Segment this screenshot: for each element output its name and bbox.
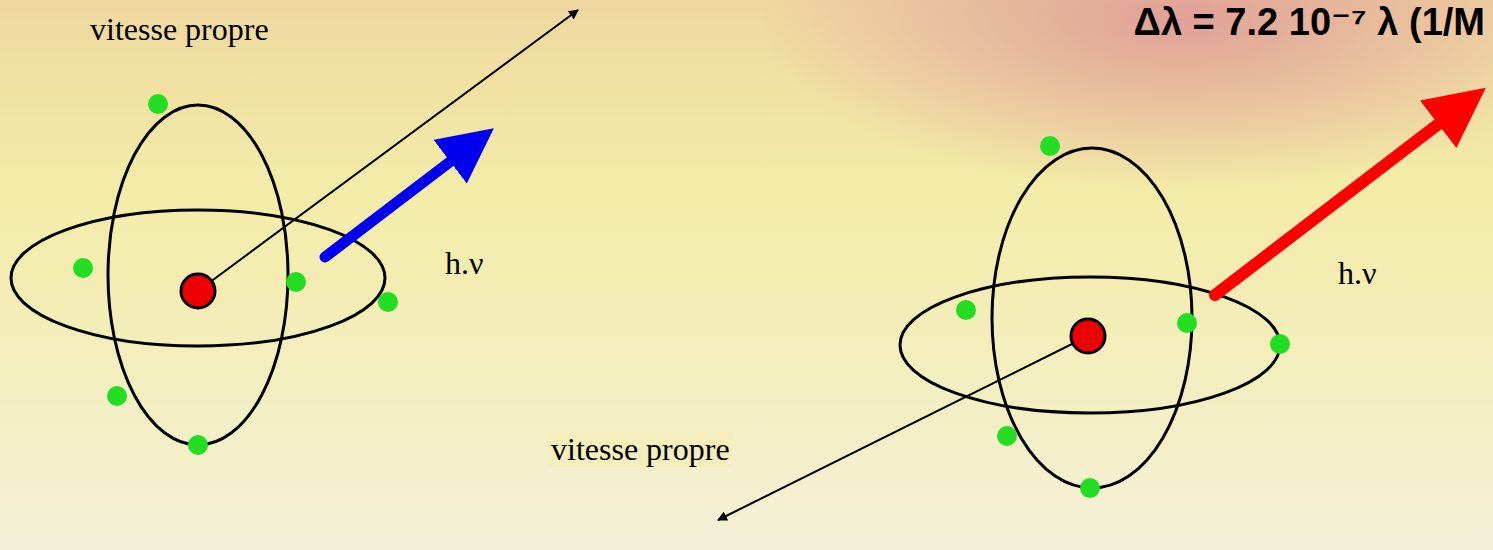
atom-left: [11, 10, 578, 455]
velocity-arrow: [718, 336, 1088, 520]
orbit: [108, 105, 288, 445]
atom-right: [718, 106, 1462, 520]
electrons: [956, 136, 1290, 498]
velocity-arrow: [198, 10, 578, 291]
orbit: [900, 277, 1280, 413]
nucleus: [1071, 319, 1105, 353]
formula: Δλ = 7.2 10⁻⁷ λ (1/M: [1134, 2, 1485, 44]
velocity-label: vitesse propre: [548, 432, 733, 467]
photon-arrow: [1215, 106, 1462, 295]
photon-arrow: [325, 145, 472, 257]
velocity-label: vitesse propre: [90, 12, 269, 47]
photon-label: h.ν: [445, 246, 483, 281]
electrons: [73, 94, 398, 455]
orbit: [992, 148, 1192, 488]
nucleus: [181, 274, 215, 308]
photon-label: h.ν: [1338, 256, 1376, 291]
orbit: [11, 210, 385, 346]
